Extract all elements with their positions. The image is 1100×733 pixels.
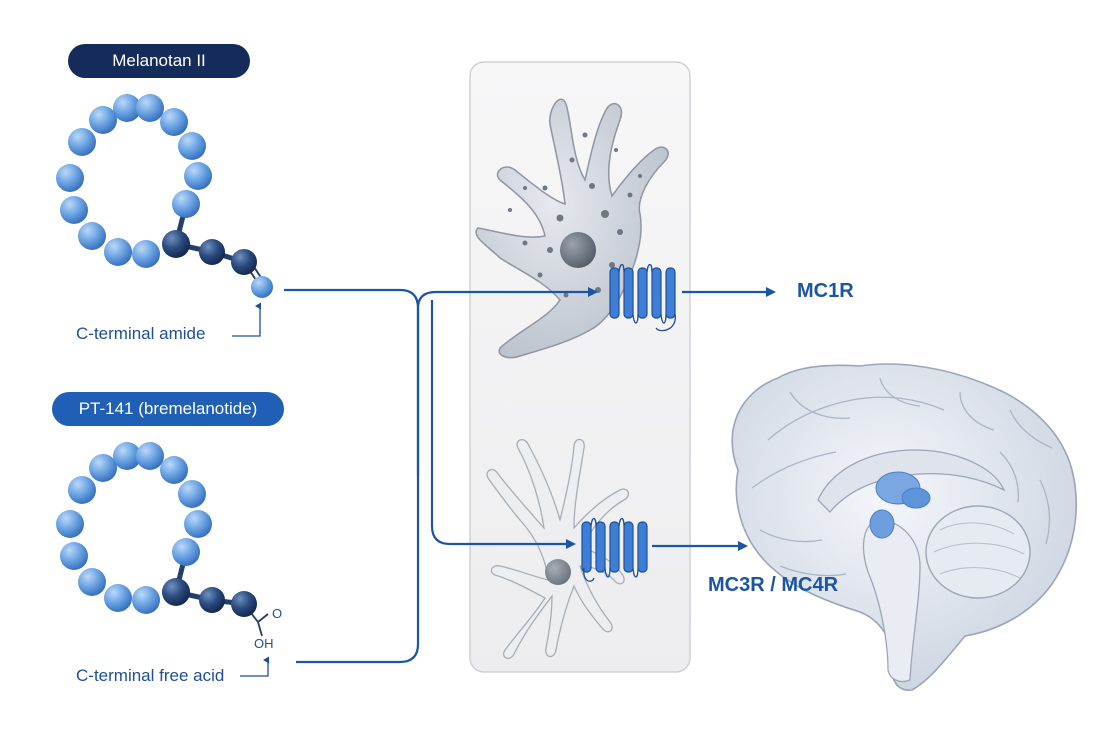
receptor-icon bbox=[581, 517, 648, 582]
acid-oxygen-label: O bbox=[272, 606, 283, 621]
connector-melanotan bbox=[284, 288, 420, 664]
melanocyte-icon bbox=[475, 98, 669, 359]
receptor-icon bbox=[609, 263, 676, 332]
terminus-note-acid: C-terminal free acid bbox=[76, 666, 225, 685]
acid-pointer bbox=[240, 656, 269, 677]
arrow-to-neuron bbox=[430, 300, 576, 549]
neuron-icon bbox=[486, 438, 629, 659]
peptide-title-melanotan: Melanotan II bbox=[68, 44, 250, 78]
acid-hydroxyl-label: OH bbox=[254, 636, 274, 651]
peptide-title-pt141: PT-141 (bremelanotide) bbox=[52, 392, 284, 426]
amide-pointer bbox=[232, 302, 261, 337]
arrow-to-mc1r-cell bbox=[416, 287, 598, 476]
peptide-ring-melanotan bbox=[56, 94, 273, 298]
receptor-label-mc1r: MC1R bbox=[797, 280, 854, 302]
receptor-label-mc3r-mc4r: MC3R / MC4R bbox=[708, 574, 839, 596]
brain-icon bbox=[731, 363, 1077, 691]
peptide-ring-pt141 bbox=[56, 442, 269, 637]
terminus-note-amide: C-terminal amide bbox=[76, 324, 206, 343]
